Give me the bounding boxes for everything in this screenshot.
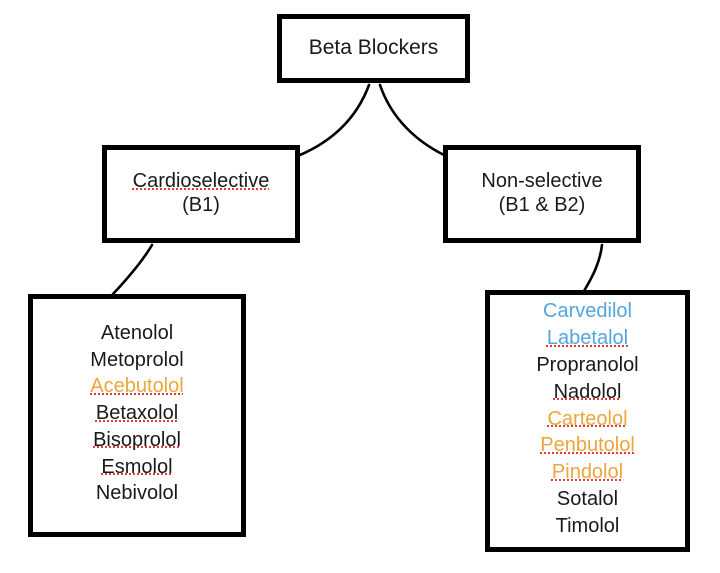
drug-item: Labetalol [546, 327, 629, 350]
drug-item: Esmolol [101, 455, 173, 478]
node-cardioselective-label: Cardioselective [132, 170, 270, 193]
drug-item: Carvedilol [543, 300, 632, 323]
node-cardioselective-subtype: (B1) [182, 194, 220, 216]
node-beta-blockers[interactable]: Beta Blockers [277, 14, 470, 83]
drug-item: Betaxolol [95, 402, 179, 425]
drug-item: Bisoprolol [93, 428, 181, 451]
drug-item: Penbutolol [540, 434, 635, 457]
drug-item: Metoprolol [90, 348, 184, 371]
edge-root-to-nonselective [378, 83, 446, 157]
drug-item: Propranolol [536, 354, 639, 377]
node-non-selective-subtype: (B1 & B2) [498, 194, 586, 216]
edge-cardioselective-to-list [111, 243, 154, 296]
drug-item: Atenolol [100, 321, 174, 344]
node-non-selective[interactable]: Non-selective (B1 & B2) [443, 145, 641, 243]
node-beta-blockers-label: Beta Blockers [308, 36, 439, 60]
node-cardioselective[interactable]: Cardioselective (B1) [102, 145, 300, 243]
drug-item: Nadolol [553, 380, 622, 403]
drug-item: Acebutolol [90, 375, 184, 398]
drug-item: Nebivolol [95, 482, 179, 505]
drug-item: Timolol [555, 514, 620, 537]
drug-item: Carteolol [547, 407, 628, 430]
edge-nonselective-to-list [582, 243, 604, 293]
drug-item: Sotalol [556, 488, 619, 510]
drug-item: Pindolol [551, 461, 624, 484]
node-non-selective-label: Non-selective [481, 170, 603, 193]
edge-root-to-cardioselective [298, 83, 371, 157]
